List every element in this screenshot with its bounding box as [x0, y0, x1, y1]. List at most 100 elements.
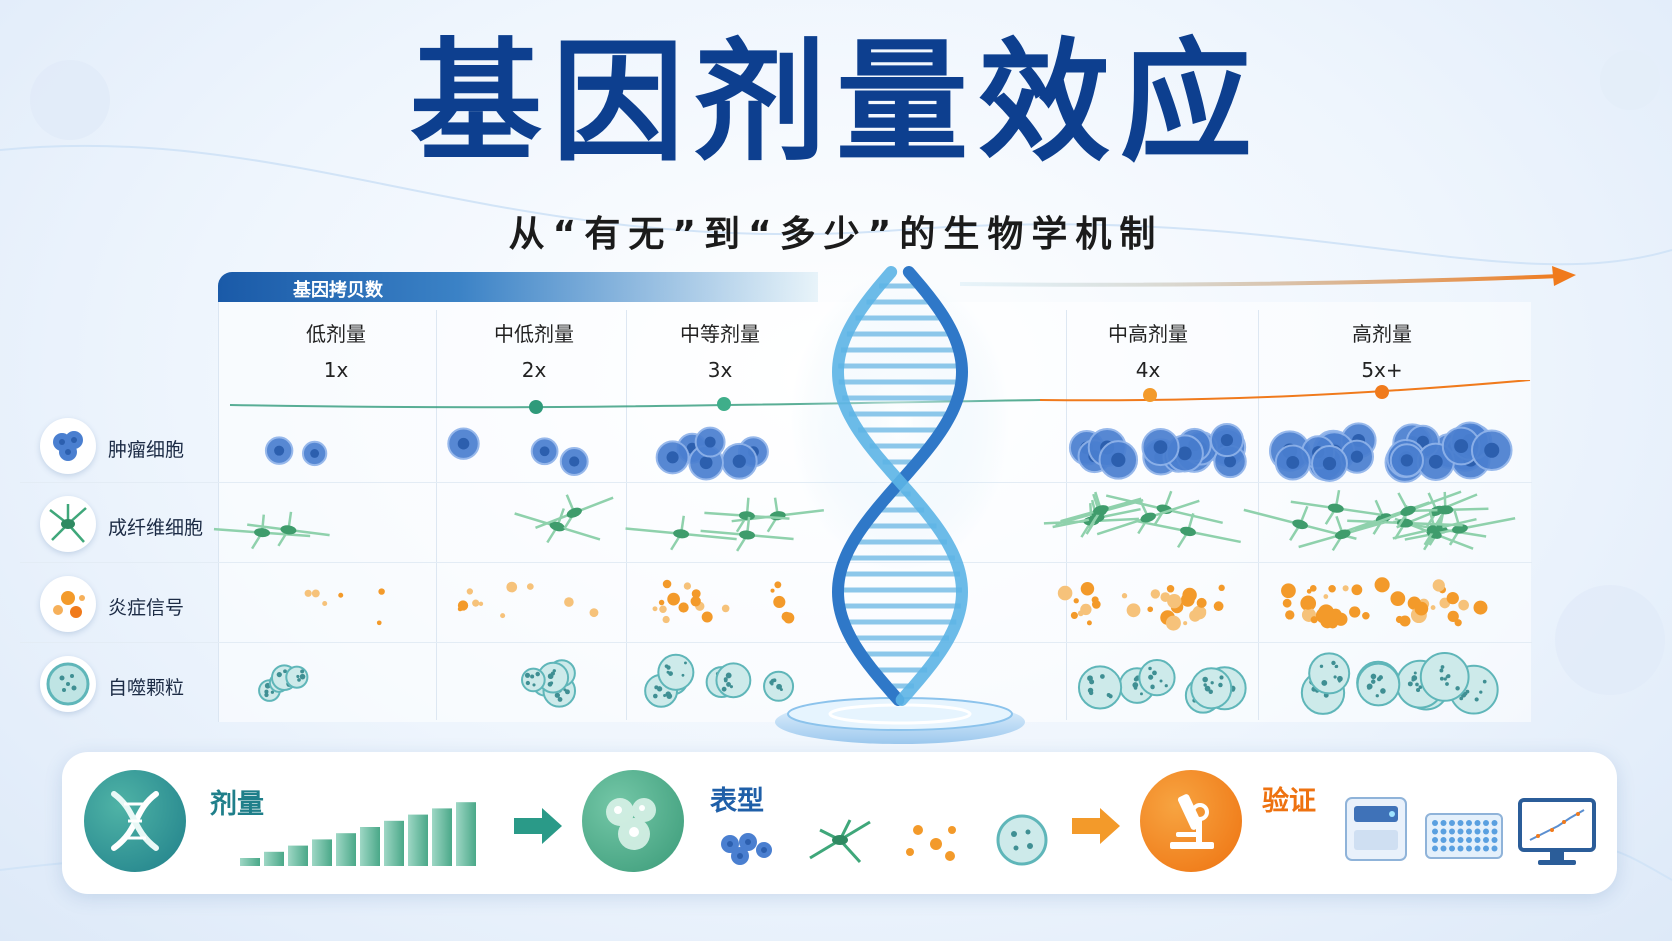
fibroblast-cluster: [625, 497, 825, 552]
lab-instrument-icon: [1345, 797, 1407, 861]
well: [1449, 828, 1455, 835]
inflammation-signal-cluster: [1057, 582, 1225, 631]
dose-label: 中高剂量: [1108, 322, 1188, 346]
well: [1483, 845, 1489, 852]
well-plate-icon: [1425, 813, 1503, 859]
row-label-tumor: 肿瘤细胞: [108, 439, 185, 461]
well: [1483, 837, 1489, 843]
dose-label: 中低剂量: [494, 322, 574, 346]
row-label-inflammation: 炎症信号: [108, 597, 185, 619]
axis-label: 基因拷贝数: [293, 280, 383, 301]
level-dot: [717, 397, 731, 411]
tumor-cell-cluster: [655, 426, 769, 481]
row-label-fibroblast: 成纤维细胞: [108, 517, 204, 539]
tumor-cell-cluster: [1068, 422, 1247, 480]
autophagy-granule-cluster: [644, 653, 795, 708]
copy-multiplier: 2x: [521, 358, 547, 382]
dose-bar: [288, 845, 308, 866]
well: [1457, 837, 1464, 843]
column-header-low: 低剂量 1x: [246, 318, 426, 382]
grid-row-divider: [20, 562, 1532, 563]
well: [1440, 845, 1447, 852]
well: [1491, 820, 1498, 826]
phenotype-mini-icons: [700, 814, 1060, 880]
autophagy-granule-cluster: [1077, 658, 1247, 714]
arrow-right-icon: [1072, 808, 1120, 844]
column-header-high: 高剂量 5x+: [1292, 318, 1472, 382]
dose-bar: [360, 827, 380, 866]
level-dot: [1143, 388, 1157, 402]
column-header-mid: 中等剂量 3x: [630, 318, 810, 382]
fibroblast-cluster: [1043, 490, 1241, 549]
well: [1440, 828, 1447, 835]
autophagy-icon: [40, 656, 96, 712]
dose-bar: [432, 808, 452, 866]
well: [1457, 828, 1464, 835]
monitor-chart-icon: [1518, 798, 1596, 865]
inflammation-signal-cluster: [304, 588, 385, 626]
dose-bar: [264, 851, 284, 866]
tumor-cell-cluster: [264, 436, 328, 467]
well: [1483, 828, 1489, 835]
dose-bar: [336, 833, 356, 866]
phenotype-summary-label: 表型: [710, 786, 764, 817]
grid-divider: [626, 310, 627, 720]
arrow-right-icon: [514, 808, 562, 844]
autophagy-granule-cluster: [258, 664, 309, 702]
dose-bar: [384, 820, 404, 866]
grid-divider: [436, 310, 437, 720]
well: [1440, 837, 1447, 843]
grid-row-divider: [20, 642, 1532, 643]
well: [1483, 820, 1489, 826]
fibroblast-cluster: [1243, 489, 1516, 552]
dose-bar: [312, 839, 332, 866]
tumor-cell-cluster: [1269, 421, 1513, 483]
dose-label: 高剂量: [1352, 322, 1412, 346]
column-header-mid-high: 中高剂量 4x: [1058, 318, 1238, 382]
dose-bar: [456, 802, 476, 866]
grid-row-divider: [20, 482, 1532, 483]
copy-number-arrow: [960, 266, 1576, 287]
copy-multiplier: 4x: [1135, 358, 1161, 382]
well: [1432, 820, 1438, 826]
page-title: 基因剂量效应: [410, 26, 1262, 180]
copy-number-axis-tag: 基因拷贝数: [218, 272, 818, 302]
well: [1474, 845, 1481, 852]
autophagy-granule-cluster: [521, 659, 577, 708]
inflammation-icon: [40, 576, 96, 632]
well: [1457, 820, 1464, 826]
well: [1449, 845, 1455, 852]
level-dot: [1375, 385, 1389, 399]
autophagy-granule-cluster: [1300, 651, 1499, 715]
well: [1449, 837, 1455, 843]
copy-multiplier: 1x: [323, 358, 349, 382]
well: [1449, 820, 1455, 826]
inflammation-signal-cluster: [1281, 577, 1488, 629]
column-header-mid-low: 中低剂量 2x: [444, 318, 624, 382]
page-subtitle: 从“有无”到“多少”的生物学机制: [508, 214, 1164, 255]
tumor-cell-cluster: [447, 427, 589, 476]
dose-label: 低剂量: [306, 322, 366, 346]
inflammation-signal-cluster: [457, 581, 599, 619]
well: [1432, 845, 1438, 852]
well: [1474, 828, 1481, 835]
row-label-autophagy: 自噬颗粒: [108, 677, 185, 699]
well: [1466, 845, 1472, 852]
validation-summary-label: 验证: [1262, 786, 1316, 817]
grid-divider: [1066, 310, 1067, 720]
well: [1466, 837, 1472, 843]
well: [1474, 820, 1481, 826]
dose-bar: [408, 814, 428, 866]
copy-multiplier: 3x: [707, 358, 733, 382]
dose-bar: [240, 858, 260, 866]
well: [1432, 828, 1438, 835]
well: [1457, 845, 1464, 852]
dose-label: 中等剂量: [680, 322, 760, 346]
copy-multiplier: 5x+: [1361, 358, 1403, 382]
well: [1491, 845, 1498, 852]
tumor-cell-icon: [40, 418, 96, 474]
well: [1466, 828, 1472, 835]
microscope-icon: [1140, 770, 1242, 872]
well: [1491, 837, 1498, 843]
